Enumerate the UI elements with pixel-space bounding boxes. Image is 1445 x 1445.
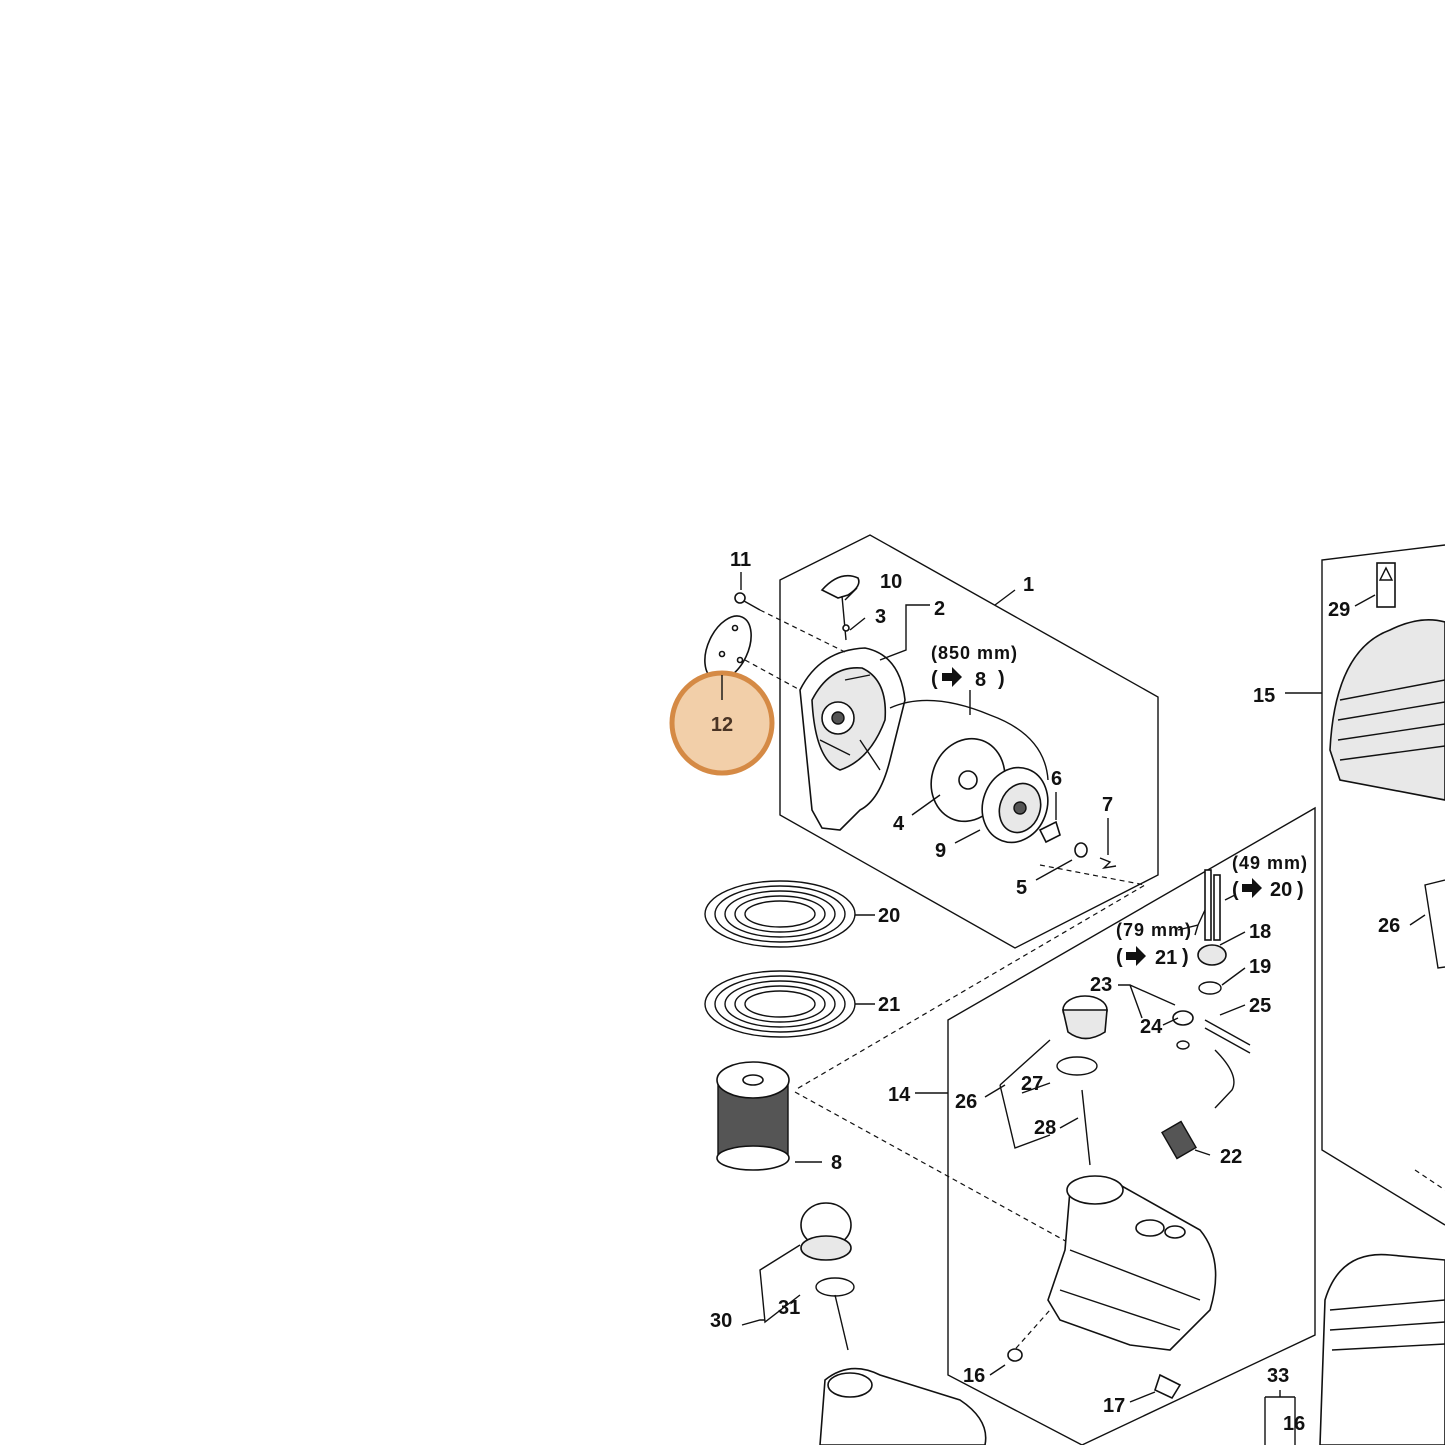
shroud-frame [1321,544,1445,1226]
label-20-ref: 20 [1270,879,1292,901]
label-14: 14 [888,1084,911,1106]
label-3: 3 [875,606,886,628]
highlight-label: 12 [711,714,733,736]
rope-length-850: (850 mm) [931,643,1018,663]
rope-ref-21: ( 21 ) [1116,946,1189,969]
label-22: 22 [1220,1146,1242,1168]
label-8: 8 [831,1152,842,1174]
paren-close-21: ) [1182,946,1189,968]
arrow-right-icon [942,667,962,687]
label-31: 31 [778,1297,800,1319]
grommet-18[interactable] [1197,869,1227,995]
starter-grip[interactable] [820,574,860,641]
arrow-right-icon [1242,878,1262,898]
cylinder-partial [1319,1253,1445,1445]
label-5: 5 [1016,877,1027,899]
label-4: 4 [893,813,905,835]
label-18: 18 [1249,921,1271,943]
label-20: 20 [878,905,900,927]
label-2: 2 [934,598,945,620]
starter-assembly-frame [779,534,1159,949]
label-26-right: 26 [1378,915,1400,937]
starter-housing[interactable] [799,647,906,831]
paren-open-20: ( [1232,879,1239,901]
rope-ref-8: ( 8 ) [931,667,1005,691]
nipple-16[interactable] [1007,1348,1023,1362]
fuel-tank-frame [947,806,1316,1445]
label-33: 33 [1267,1365,1289,1387]
label-30: 30 [710,1310,732,1332]
paren-close-8: ) [998,668,1005,690]
label-26: 26 [955,1091,977,1113]
warning-label-icon [1376,562,1396,608]
label-24: 24 [1140,1016,1163,1038]
paren-close-20: ) [1297,879,1304,901]
spring-clip[interactable] [1099,857,1117,870]
label-1: 1 [1023,574,1034,596]
label-17: 17 [1103,1395,1125,1417]
vent-valve-24[interactable] [1172,1010,1194,1050]
label-21: 21 [878,994,900,1016]
label-21-ref: 21 [1155,947,1177,969]
label-29: 29 [1328,599,1350,621]
label-16: 16 [963,1365,985,1387]
rewind-spring-20[interactable] [704,880,856,948]
label-19: 19 [1249,956,1271,978]
label-6: 6 [1051,768,1062,790]
rope-spool[interactable] [716,1061,790,1171]
fuel-tank[interactable] [1047,1175,1217,1351]
washer[interactable] [1074,842,1088,858]
label-23: 23 [1090,974,1112,996]
fuel-hose[interactable] [1161,1049,1235,1160]
rewind-spring-21[interactable] [704,970,856,1038]
rope-length-79: (79 mm) [1116,920,1192,940]
tank-cap[interactable] [1056,995,1108,1166]
label-11: 11 [730,549,751,571]
nipple-17[interactable] [1154,1373,1182,1400]
starter-rope [889,699,1049,781]
label-15: 15 [1253,685,1275,707]
label-25: 25 [1249,995,1271,1017]
hose-25[interactable] [1204,1019,1251,1054]
crankcase-partial [819,1367,987,1445]
screw[interactable] [734,592,761,611]
label-27: 27 [1021,1073,1043,1095]
highlight-callout-12[interactable]: 12 [669,670,775,776]
arrow-right-icon [1126,946,1146,966]
highlight-circle[interactable] [669,670,775,776]
paren-open-8: ( [931,668,938,690]
label-7: 7 [1102,794,1113,816]
paren-open-21: ( [1116,946,1123,968]
pawl[interactable] [1038,820,1061,844]
engine-shroud[interactable] [1329,619,1445,801]
label-9: 9 [935,840,946,862]
spring-pulley[interactable] [972,758,1058,851]
label-28: 28 [1034,1117,1056,1139]
rope-ref-20: ( 20 ) [1232,878,1304,901]
label-10: 10 [880,571,902,593]
label-16-right: 16 [1283,1413,1305,1435]
rope-length-49: (49 mm) [1232,853,1308,873]
label-8-ref: 8 [975,669,986,691]
fuel-cap[interactable] [800,1202,855,1351]
